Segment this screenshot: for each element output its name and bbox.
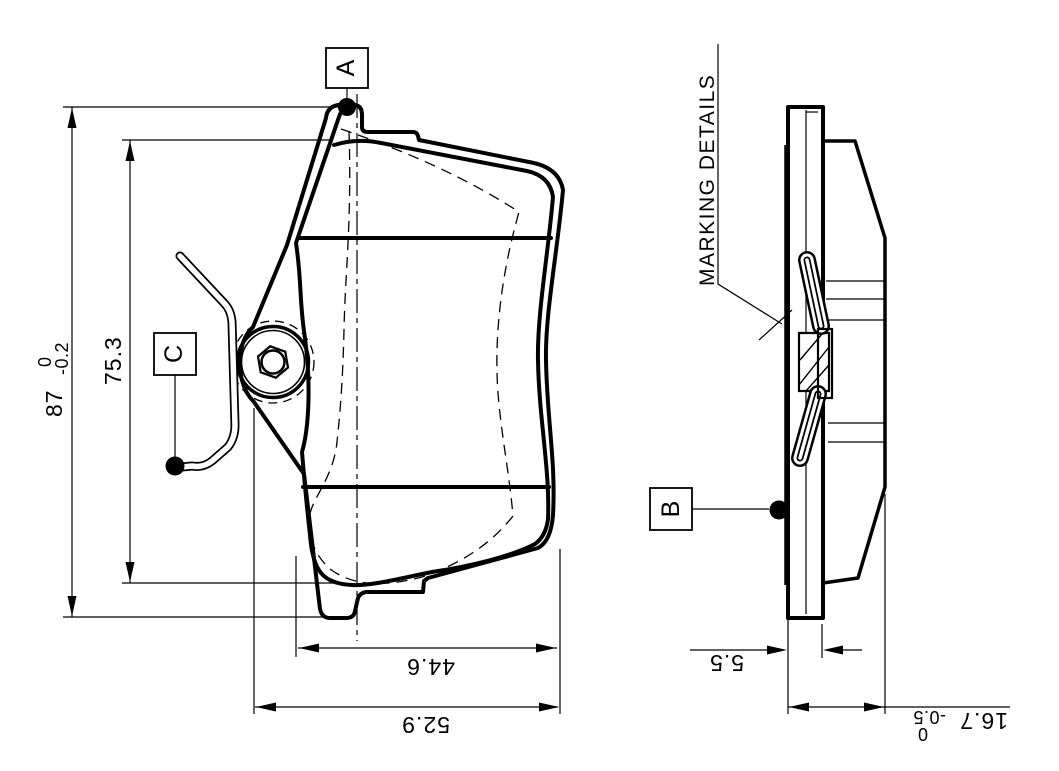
marking-details-note: MARKING DETAILS	[696, 44, 793, 341]
marking-leader-tick	[758, 309, 793, 341]
dimensions: 87 0 -0.2 75.3 44.6	[35, 106, 1010, 744]
friction-block-outline	[822, 139, 887, 585]
side-clip	[791, 251, 834, 467]
front-view: A C	[153, 47, 565, 641]
datum-b: B	[649, 487, 789, 531]
hex-center-circle	[260, 349, 286, 375]
side-view: MARKING DETAILS B	[649, 44, 887, 620]
dim-pad-width-value: 44.6	[406, 654, 455, 680]
datum-c: C	[153, 332, 197, 476]
dim-total-thickness: 16.7 -0.5 0	[787, 494, 1010, 744]
boss-circle-inner	[240, 329, 306, 395]
dim-pad-height-value: 75.3	[100, 336, 126, 385]
pad-inner-contour	[294, 112, 555, 588]
datum-b-label: B	[657, 501, 685, 518]
dim-total-width-value: 52.9	[401, 712, 450, 738]
dim-total-height-value: 87	[41, 389, 67, 417]
datum-c-target-dot	[165, 456, 185, 476]
dim-total-height: 87 0 -0.2	[35, 106, 341, 618]
hidden-contour-left	[308, 130, 369, 584]
dim-total-width: 52.9	[253, 408, 559, 738]
dim-total-thickness-tol-lower: -0.5	[913, 707, 946, 727]
datum-a-target-dot	[338, 98, 356, 116]
dim-backplate-thickness: 5.5	[690, 624, 862, 676]
marking-leader	[717, 44, 783, 325]
pad-outline	[238, 103, 565, 620]
dim-total-height-tol-upper: 0	[35, 356, 55, 367]
hidden-contour-right	[340, 128, 520, 585]
datum-b-target-dot	[769, 500, 789, 520]
datum-a-label: A	[332, 59, 360, 76]
clip-side-bar	[816, 327, 834, 400]
marking-details-text: MARKING DETAILS	[696, 74, 719, 286]
dim-total-height-tol-lower: -0.2	[52, 342, 72, 375]
datum-a: A	[325, 47, 369, 116]
spring-wire	[175, 251, 240, 472]
datum-c-label: C	[160, 345, 188, 363]
dim-total-thickness-value: 16.7	[959, 708, 1008, 734]
center-boss	[235, 324, 311, 400]
friction-feature-lines	[826, 280, 884, 443]
datum-a-frame	[325, 47, 369, 89]
boss-circle-outer	[235, 324, 311, 400]
clip-upper-capsule	[798, 251, 830, 335]
clip-lower-capsule	[791, 385, 827, 467]
dim-pad-width: 44.6	[295, 549, 561, 714]
dim-pad-height: 75.3	[100, 139, 341, 584]
dim-backplate-thickness-value: 5.5	[709, 650, 744, 676]
hex-socket	[256, 345, 290, 379]
dim-total-thickness-tol-upper: 0	[917, 724, 928, 744]
